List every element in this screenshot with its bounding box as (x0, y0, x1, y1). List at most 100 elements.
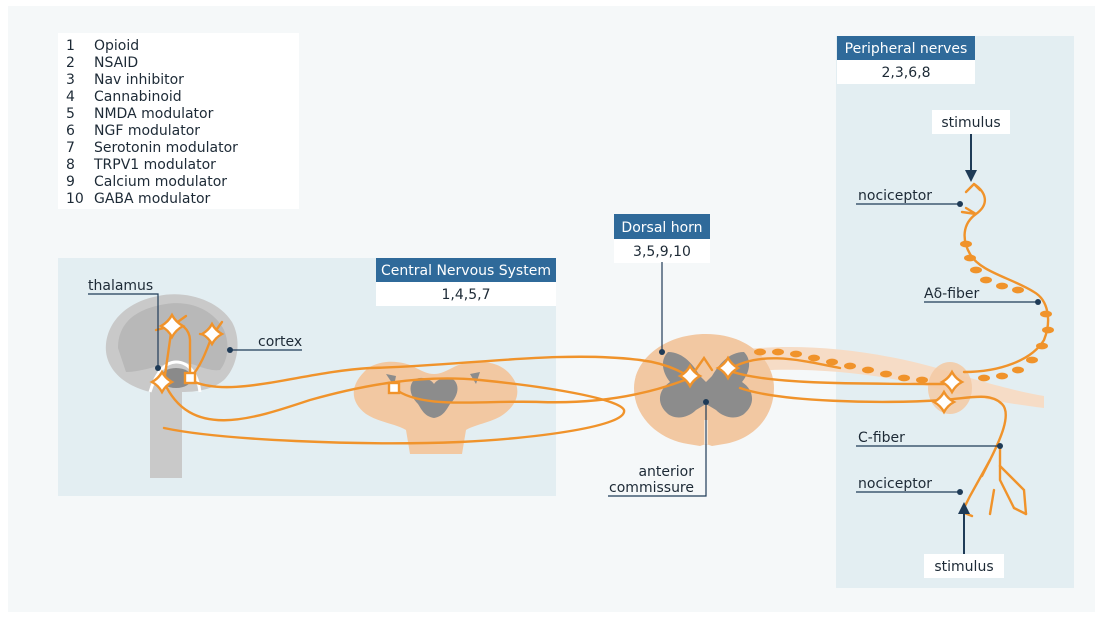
nociceptor-top-label: nociceptor (858, 188, 932, 204)
drug-target-star-icon (677, 363, 703, 389)
peripheral-title: Peripheral nerves (845, 41, 968, 57)
drug-target-star-icon (931, 389, 957, 415)
legend-label: NMDA modulator (94, 106, 214, 122)
stimulus-bottom-box (924, 554, 1004, 578)
myelin-segments (754, 240, 1054, 384)
drug-target-star-icon (715, 355, 741, 381)
cns-header-bar (376, 258, 556, 282)
legend-number: 10 (66, 191, 84, 207)
myelin-segment (980, 276, 992, 284)
dorsal-horn-branch (726, 357, 842, 372)
legend-number: 3 (66, 72, 75, 88)
c-fiber-label: C-fiber (858, 430, 905, 446)
legend-number: 5 (66, 106, 75, 122)
leader-lines (88, 203, 1038, 497)
c-fiber-ending (1012, 506, 1028, 516)
myelin-segment (978, 374, 990, 382)
cns-targets: 1,4,5,7 (442, 287, 491, 303)
peripheral-header-bar (837, 36, 975, 60)
c-fiber-branch-1 (998, 444, 1016, 510)
stimulus-bottom-label: stimulus (934, 559, 993, 575)
drug-target-star-icon (939, 369, 965, 395)
c-fiber-path (738, 386, 1007, 478)
commissure-dot (703, 399, 709, 405)
anterior-label: anterior (638, 464, 694, 480)
drug-target-square-icon (183, 371, 197, 385)
myelin-segment (1026, 356, 1038, 364)
legend-box (58, 33, 299, 209)
thalamus-leader (88, 293, 159, 368)
nociceptor-top-dot (957, 201, 963, 207)
stimulus-bottom: stimulus (924, 502, 1004, 578)
legend-number: 7 (66, 140, 75, 156)
dorsal-horn-to-drg (726, 368, 952, 386)
legend-label: TRPV1 modulator (93, 157, 216, 173)
myelin-segment (964, 254, 976, 262)
grey-matter-cns (410, 377, 458, 418)
dorsal-horn-right-cns (470, 372, 480, 384)
stimulus-top-box (932, 110, 1010, 134)
myelin-segment (862, 366, 874, 374)
myelin-segment (1012, 286, 1024, 294)
c-fiber-branch-2 (998, 464, 1028, 516)
nociceptor-bottom-dot (957, 489, 963, 495)
leader-dots (155, 201, 1041, 495)
cns-header: Central Nervous System 1,4,5,7 (376, 258, 556, 306)
legend-label: NGF modulator (94, 123, 200, 139)
thalamus-dot (155, 365, 161, 371)
dorsal-horn-dot (659, 349, 665, 355)
descending-fiber (392, 376, 692, 404)
c-fiber-branch-4 (988, 488, 996, 516)
legend-number: 1 (66, 38, 75, 54)
legend-label: Cannabinoid (94, 89, 182, 105)
legend-label: Serotonin modulator (94, 140, 238, 156)
peripheral-header: Peripheral nerves 2,3,6,8 (837, 36, 975, 84)
dorsal-horn-targets: 3,5,9,10 (633, 244, 691, 260)
drug-target-square-icon (387, 381, 401, 395)
dorsal-horn-header-bar (614, 214, 710, 239)
a-delta-fiber-path (962, 182, 1050, 374)
drug-target-star-icon (158, 312, 186, 340)
legend-label: Calcium modulator (94, 174, 227, 190)
legend-label: NSAID (94, 55, 138, 71)
myelin-segment (1040, 310, 1052, 318)
legend-number: 6 (66, 123, 75, 139)
commissure-label: commissure (609, 480, 694, 496)
myelin-segment (996, 282, 1008, 290)
myelin-segment (1036, 342, 1048, 350)
c-fiber-dot (997, 443, 1003, 449)
myelin-segment (826, 358, 838, 366)
legend-label: Opioid (94, 38, 139, 54)
myelin-segment (772, 348, 784, 356)
cortex-dot (227, 347, 233, 353)
legend-number: 8 (66, 157, 75, 173)
legend-label: Nav inhibitor (94, 72, 184, 88)
drug-target-star-icon (149, 369, 175, 395)
myelin-segment (844, 362, 856, 370)
legend-number: 9 (66, 174, 75, 190)
commissure-leader (608, 402, 707, 497)
stimulus-top: stimulus (932, 110, 1010, 182)
myelin-segment (1042, 326, 1054, 334)
myelin-segment (960, 240, 972, 248)
myelin-segment (790, 350, 802, 358)
legend-label: GABA modulator (94, 191, 211, 207)
myelin-segment (808, 354, 820, 362)
myelin-segment (880, 370, 892, 378)
dorsal-horn-header: Dorsal horn 3,5,9,10 (614, 214, 710, 263)
legend-number: 4 (66, 89, 75, 105)
drug-target-markers (149, 312, 965, 415)
myelin-segment (916, 376, 928, 384)
dorsal-horn-title: Dorsal horn (621, 220, 702, 236)
drug-target-star-icon (199, 321, 225, 347)
stimulus-top-arrowhead-icon (965, 170, 977, 182)
corpus-line (148, 360, 202, 393)
myelin-segment (1012, 366, 1024, 374)
cns-targets-box (376, 282, 556, 306)
stimulus-top-label: stimulus (941, 115, 1000, 131)
myelin-segment (970, 266, 982, 274)
peripheral-targets: 2,3,6,8 (882, 65, 931, 81)
nociceptor-bottom-label: nociceptor (858, 476, 932, 492)
